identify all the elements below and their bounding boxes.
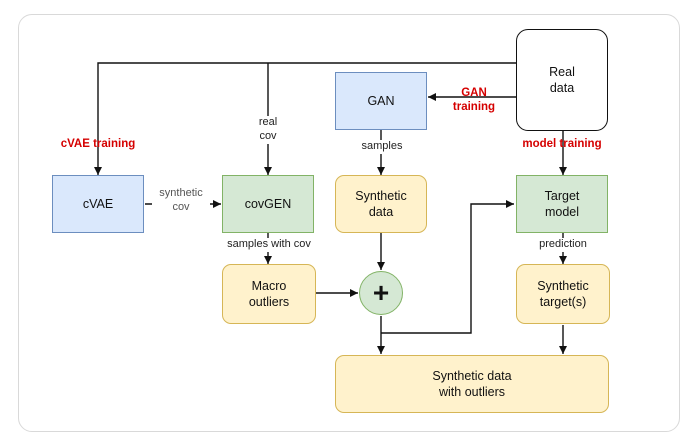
node-macro-outliers: Macro outliers xyxy=(222,264,316,324)
node-synthetic-data: Synthetic data xyxy=(335,175,427,233)
edge-real-to-cvae xyxy=(94,62,516,175)
node-gan: GAN xyxy=(335,72,427,130)
node-synthetic-data-with-outliers: Synthetic data with outliers xyxy=(335,355,609,413)
edge-label-samples: samples xyxy=(357,140,407,154)
node-real-data: Real data xyxy=(516,29,608,131)
node-target-model: Target model xyxy=(516,175,608,233)
node-combine-plus: + xyxy=(359,271,403,315)
training-label-cvae: cVAE training xyxy=(60,138,136,150)
node-covgen: covGEN xyxy=(222,175,314,233)
edge-plus-to-target-model xyxy=(381,200,514,334)
node-synthetic-targets: Synthetic target(s) xyxy=(516,264,610,324)
training-label-model: model training xyxy=(522,138,602,150)
edge-label-prediction: prediction xyxy=(532,238,594,252)
edge-label-real-cov: real cov xyxy=(252,116,284,144)
node-cvae: cVAE xyxy=(52,175,144,233)
edge-label-synthetic-cov: synthetic cov xyxy=(152,187,210,215)
training-label-gan: GAN training xyxy=(452,87,496,114)
edge-label-samples-with-cov: samples with cov xyxy=(219,238,319,252)
